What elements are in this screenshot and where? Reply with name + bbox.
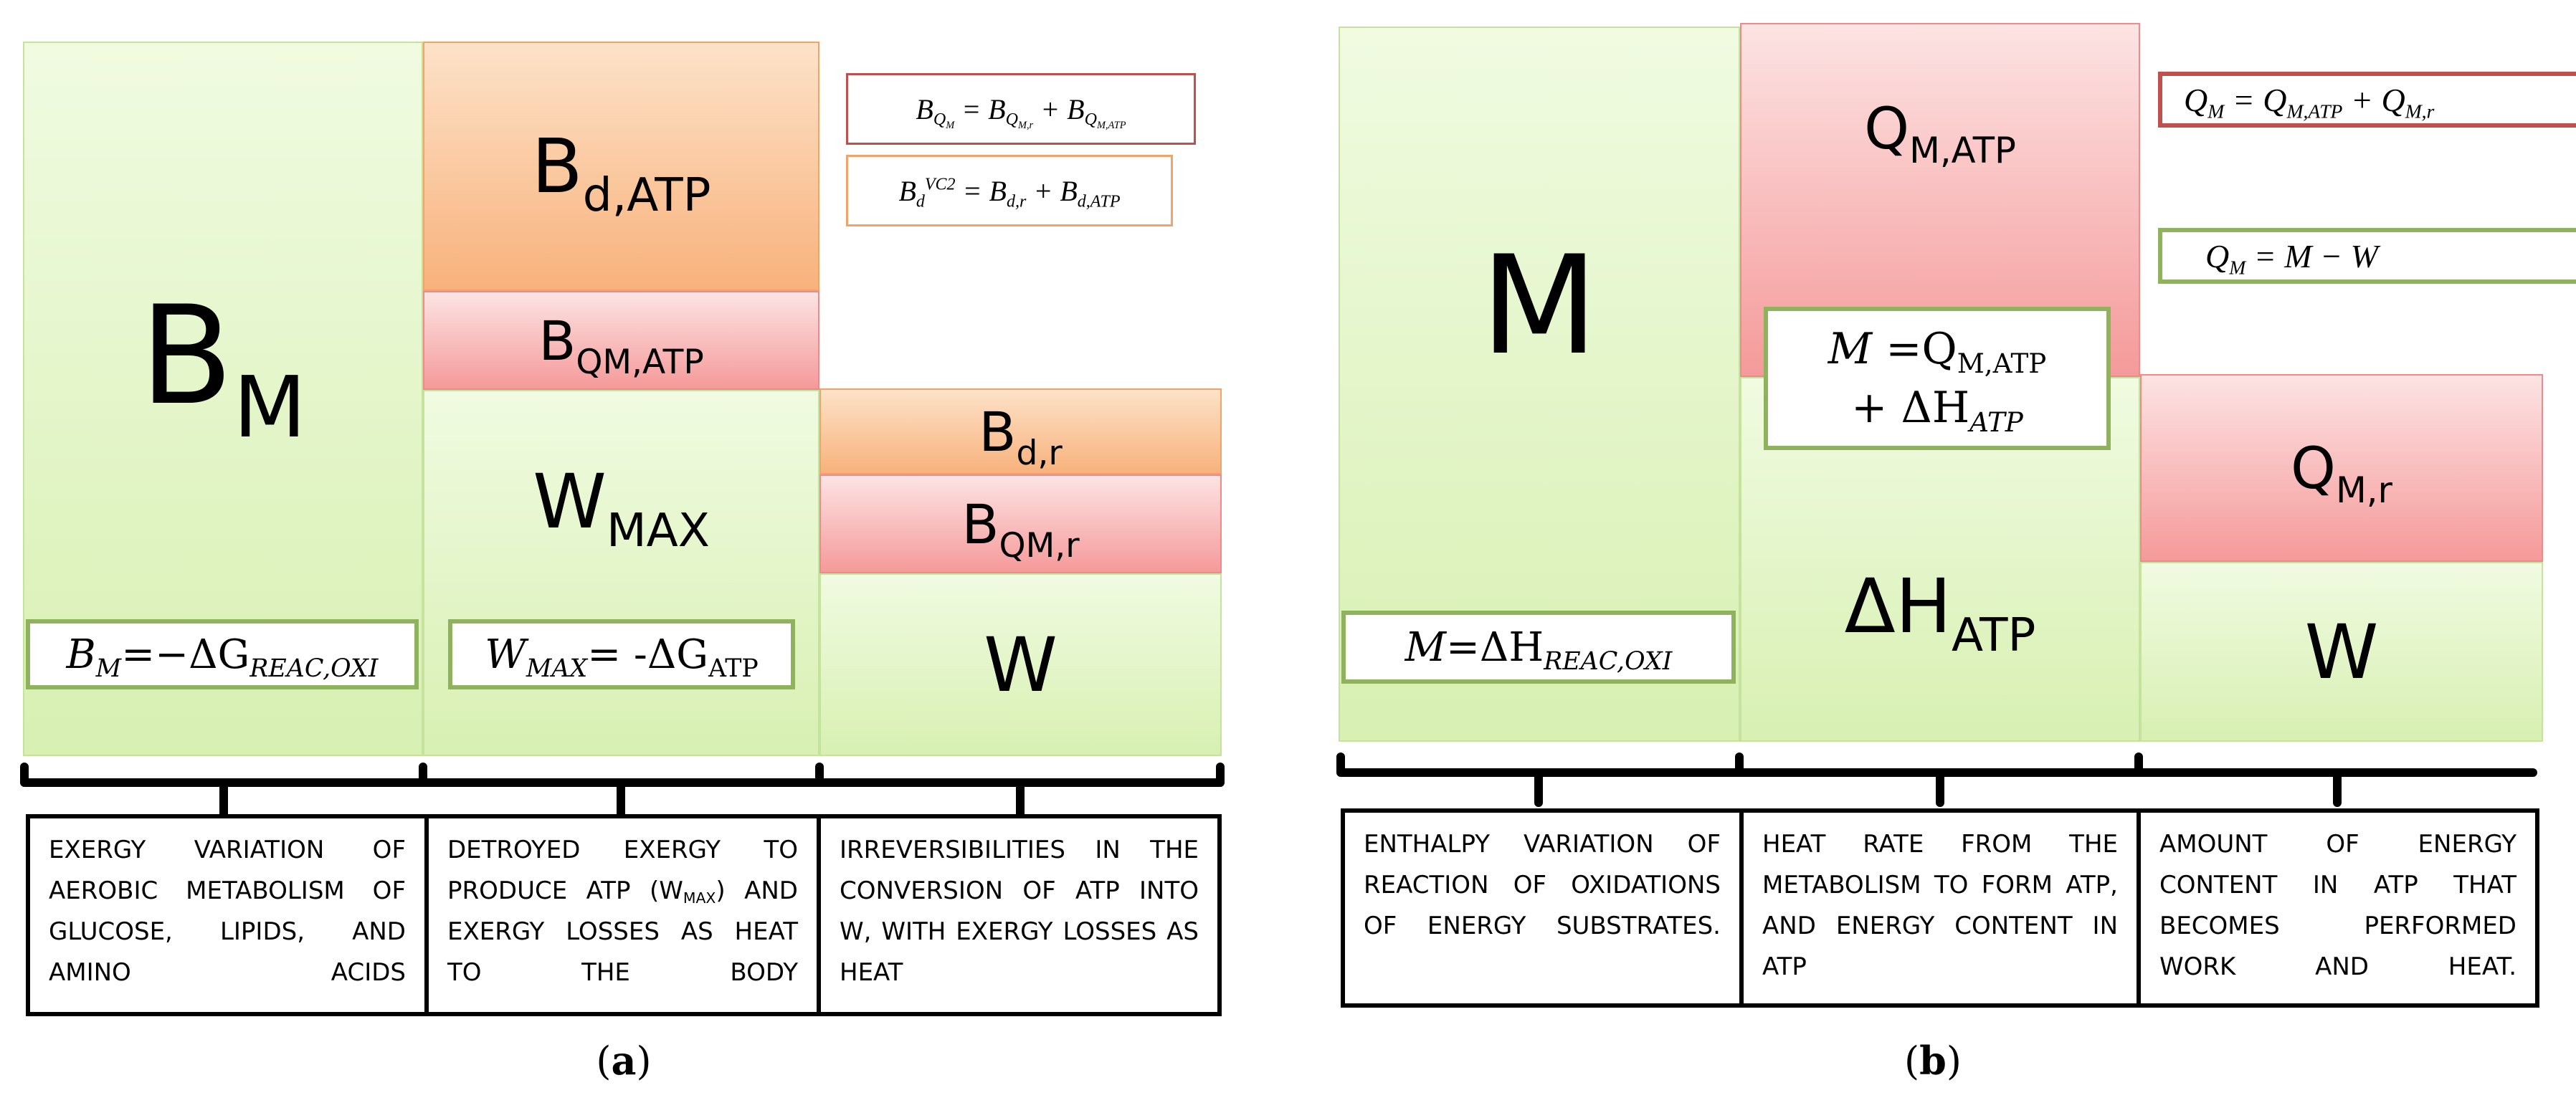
block-bd-atp: Bd,ATP [423, 42, 819, 291]
block-wmax: WMAX [423, 390, 819, 756]
equation-wmax: WMAX= -ΔGATP [448, 619, 795, 689]
block-m-label: M [1481, 226, 1598, 385]
block-w-a-label: W [984, 621, 1058, 709]
block-bqm-r-label: BQM,r [961, 492, 1080, 565]
equation-m: M=ΔHREAC,OXI [1341, 611, 1736, 684]
block-w-b: W [2140, 562, 2543, 742]
block-w-b-label: W [2304, 608, 2379, 696]
block-qm-atp-label: QM,ATP [1864, 95, 2016, 171]
block-w-a: W [819, 573, 1222, 756]
equation-qm-diff: QM = M − W [2158, 228, 2576, 284]
equation-qm-sum: QM = QM,ATP + QM,r [2158, 72, 2576, 128]
block-bd-r: Bd,r [819, 388, 1222, 474]
block-bm-label: BM [140, 277, 306, 457]
equation-m-center: M =QM,ATP + ΔHATP [1764, 307, 2111, 450]
description-a-col1: EXERGY VARIATION OF AEROBIC METABOLISM O… [26, 814, 429, 1016]
caption-a: (a) [596, 1038, 652, 1084]
block-dh-atp-label: ΔHATP [1844, 562, 2036, 662]
brace-b [1336, 753, 2537, 807]
caption-b: (b) [1904, 1038, 1962, 1084]
equation-bqm-sum: BQM = BQM,r + BQM,ATP [846, 73, 1196, 145]
description-a-col2: DETROYED EXERGY TO PRODUCE ATP (WMAX) AN… [424, 814, 821, 1016]
block-bqm-atp-label: BQM,ATP [538, 308, 704, 382]
description-b-col1: ENTHALPY VARIATION OF REACTION OF OXIDAT… [1341, 808, 1744, 1008]
block-bqm-atp: BQM,ATP [423, 291, 819, 390]
description-a-col3: IRREVERSIBILITIES IN THE CONVERSION OF A… [817, 814, 1222, 1016]
description-b-col3: AMOUNT OF ENERGY CONTENT IN ATP THAT BEC… [2137, 808, 2539, 1008]
equation-bm: BM=−ΔGREAC,OXI [26, 619, 419, 689]
block-qm-r: QM,r [2140, 374, 2543, 562]
block-bd-r-label: Bd,r [979, 399, 1063, 473]
block-wmax-label: WMAX [533, 457, 710, 558]
equation-bd-sum: BdVC2 = Bd,r + Bd,ATP [846, 155, 1173, 226]
brace-a [20, 763, 1225, 818]
block-bd-atp-label: Bd,ATP [531, 123, 711, 222]
block-bqm-r: BQM,r [819, 474, 1222, 573]
description-b-col2: HEAT RATE FROM THE METABOLISM TO FORM AT… [1739, 808, 2141, 1008]
block-qm-r-label: QM,r [2291, 434, 2392, 511]
